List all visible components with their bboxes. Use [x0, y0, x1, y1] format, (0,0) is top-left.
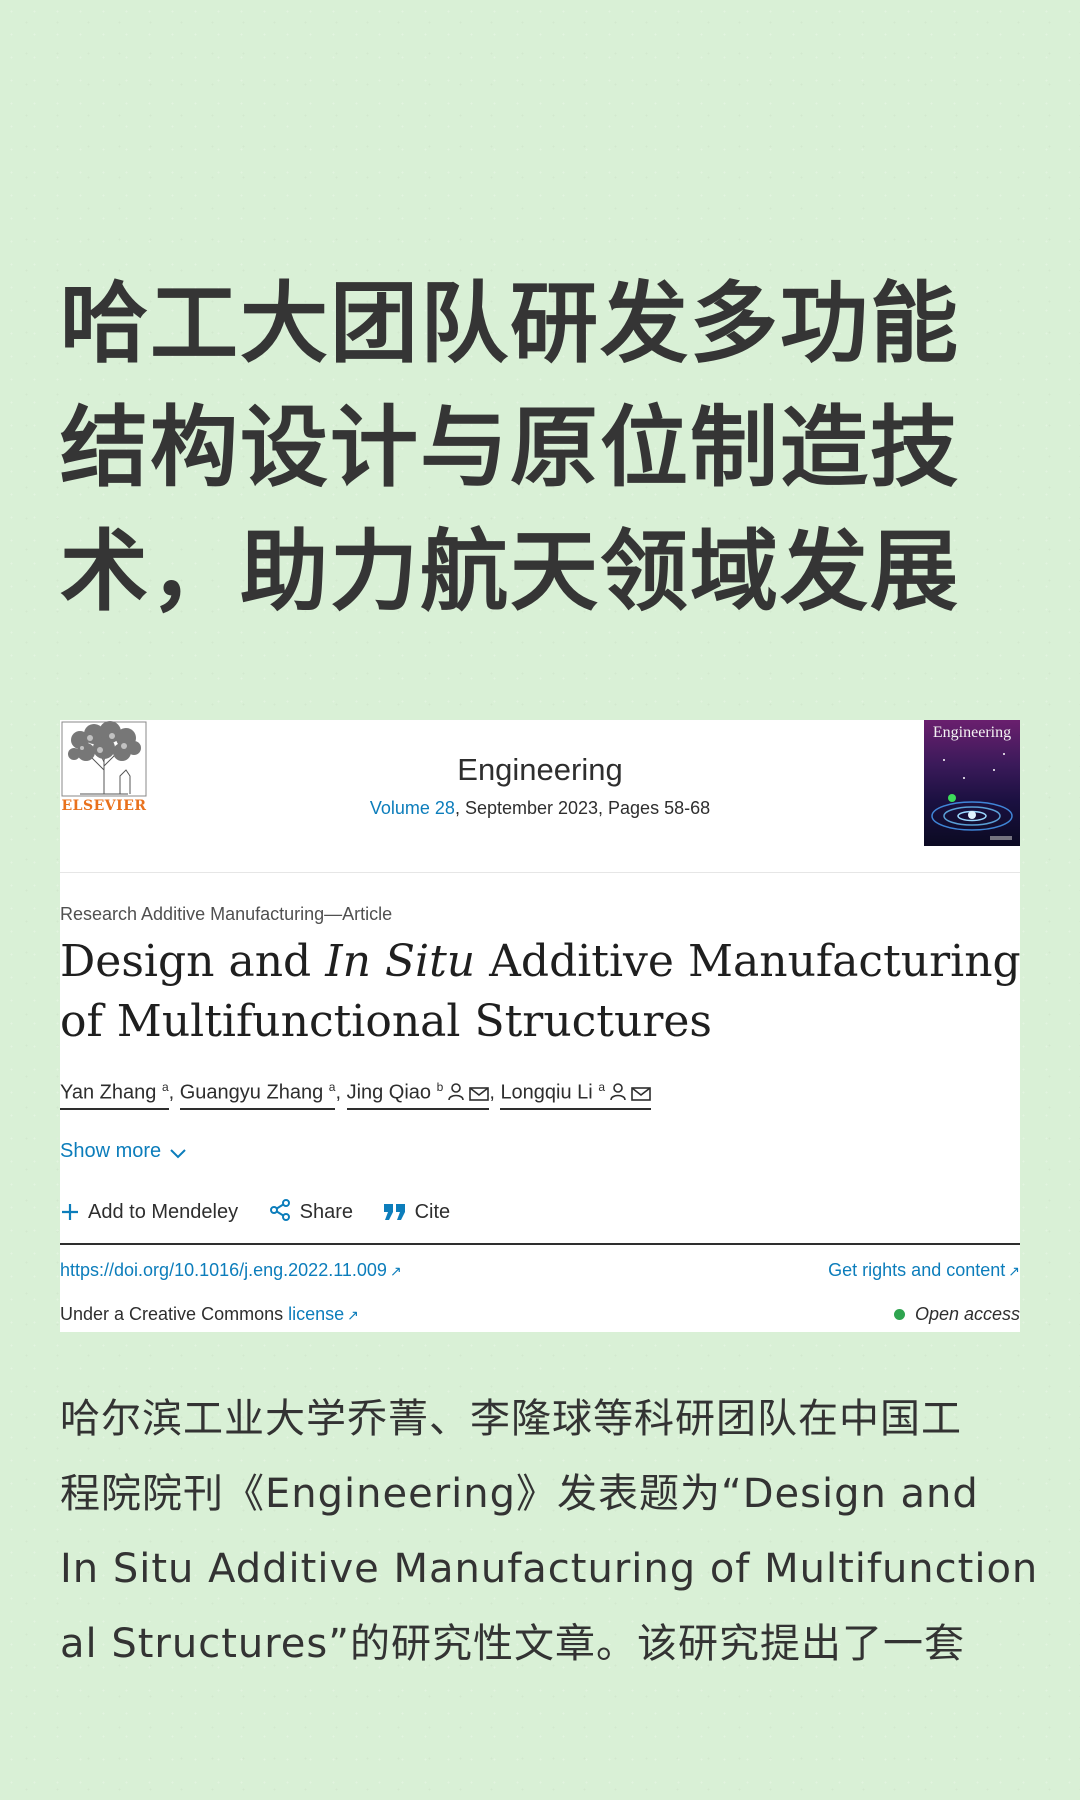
volume-link[interactable]: Volume 28 [369, 798, 455, 818]
author-name: Yan Zhang [60, 1081, 157, 1104]
author-list: Yan Zhang a, Guangyu Zhang a, Jing Qiao … [60, 1080, 1020, 1110]
body-line: In Situ Additive Manufacturing of Multif… [60, 1546, 1039, 1592]
body-line: 程院院刊《Engineering》发表题为“Design and [60, 1471, 979, 1517]
journal-name[interactable]: Engineering [457, 752, 623, 787]
rights-link[interactable]: Get rights and content↗ [828, 1260, 1020, 1281]
open-access-dot-icon [893, 1309, 905, 1320]
open-access-badge: Open access [893, 1304, 1020, 1325]
mendeley-label: Add to Mendeley [88, 1201, 239, 1223]
add-to-mendeley-button[interactable]: Add to Mendeley [60, 1201, 238, 1224]
envelope-icon [469, 1086, 490, 1101]
license-prefix: Under a Creative Commons [60, 1304, 289, 1324]
doi-text: https://doi.org/10.1016/j.eng.2022.11.00… [60, 1260, 387, 1280]
person-icon [610, 1082, 626, 1100]
author-name: Jing Qiao [346, 1081, 432, 1104]
cover-title: Engineering [932, 724, 1012, 741]
rights-text: Get rights and content [828, 1260, 1006, 1280]
title-italic-segment: In Situ [325, 936, 476, 987]
envelope-icon [631, 1086, 651, 1101]
author-link[interactable]: Guangyu Zhang a [179, 1080, 336, 1110]
share-button[interactable]: Share [268, 1198, 353, 1224]
open-access-label: Open access [914, 1304, 1020, 1324]
article-header: ELSEVIER Engineering Volume 28, Septembe… [60, 720, 1020, 873]
body-text: 哈尔滨工业大学乔菁、李隆球等科研团队在中国工 程院院刊《Engineering》… [60, 1382, 1039, 1682]
external-link-icon: ↗ [1008, 1263, 1020, 1279]
show-more-label: Show more [60, 1140, 162, 1162]
article-type: Research Additive Manufacturing—Article [60, 904, 393, 924]
author-link[interactable]: Yan Zhang a [60, 1080, 169, 1110]
license-link[interactable]: license↗ [288, 1304, 359, 1324]
article-card: ELSEVIER Engineering Volume 28, Septembe… [60, 720, 1020, 1332]
plus-icon [62, 1204, 78, 1220]
share-icon [269, 1199, 290, 1221]
author-name: Guangyu Zhang [179, 1081, 324, 1104]
author-affiliation: a [328, 1080, 336, 1094]
body-line: al Structures”的研究性文章。该研究提出了一套 [60, 1621, 965, 1667]
article-actions: Add to Mendeley Share Cite [60, 1198, 474, 1224]
headline: 哈工大团队研发多功能 结构设计与原位制造技 术，助力航天领域发展 [60, 262, 1022, 634]
external-link-icon: ↗ [389, 1263, 402, 1279]
body-line: 哈尔滨工业大学乔菁、李隆球等科研团队在中国工 [60, 1396, 962, 1442]
share-label: Share [299, 1201, 354, 1223]
show-more-button[interactable]: Show more [60, 1140, 187, 1163]
title-segment: Additive Manufacturing [475, 936, 1020, 987]
author-link[interactable]: Longqiu Li a [500, 1080, 651, 1110]
person-icon [448, 1082, 465, 1100]
cite-button[interactable]: Cite [383, 1201, 451, 1224]
external-link-icon: ↗ [347, 1307, 359, 1323]
title-line-1: Design and In Situ Additive Manufacturin… [60, 932, 1020, 992]
author-affiliation: a [161, 1080, 169, 1094]
title-line-2: of Multifunctional Structures [60, 996, 712, 1047]
headline-line: 结构设计与原位制造技 [60, 396, 961, 499]
journal-cover[interactable]: Engineering [924, 720, 1020, 846]
license-link-text: license [288, 1304, 345, 1324]
chevron-down-icon [170, 1149, 186, 1159]
article-title: Design and In Situ Additive Manufacturin… [60, 932, 1020, 1052]
issue-info: , September 2023, Pages 58-68 [454, 798, 711, 818]
author-affiliation: b [436, 1080, 444, 1094]
quote-icon [383, 1204, 405, 1220]
headline-line: 术，助力航天领域发展 [60, 520, 961, 623]
divider [60, 1243, 1020, 1245]
title-segment: Design and [60, 936, 326, 987]
doi-link[interactable]: https://doi.org/10.1016/j.eng.2022.11.00… [60, 1260, 402, 1281]
author-link[interactable]: Jing Qiao b [346, 1080, 490, 1110]
author-affiliation: a [598, 1080, 605, 1094]
cite-label: Cite [414, 1201, 451, 1223]
elsevier-tree-logo: ELSEVIER [60, 720, 148, 824]
author-name: Longqiu Li [500, 1081, 593, 1104]
publisher-name: ELSEVIER [61, 798, 147, 814]
license-row: Under a Creative Commons license↗ Open a… [60, 1304, 1020, 1325]
headline-line: 哈工大团队研发多功能 [60, 272, 961, 375]
journal-meta: Volume 28, September 2023, Pages 58-68 [60, 798, 1020, 819]
